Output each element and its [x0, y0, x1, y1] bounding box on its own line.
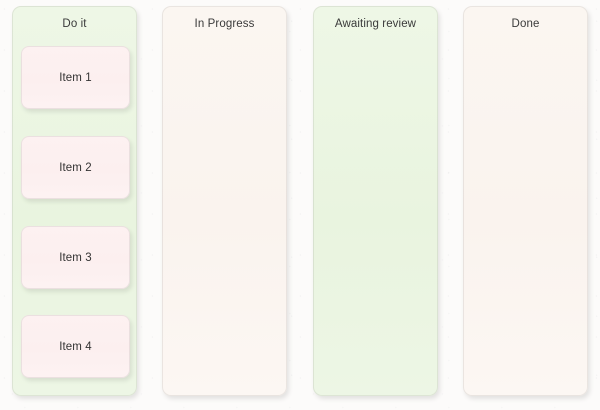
column-title-1: In Progress [194, 18, 255, 30]
column-title-3: Done [511, 18, 540, 30]
kanban-column-2[interactable]: Awaiting review [313, 6, 438, 396]
column-title-0: Do it [62, 18, 87, 30]
card-list-0[interactable]: Item 1 Item 2 Item 3 Item 4 [21, 46, 130, 383]
card-label: Item 4 [59, 340, 92, 353]
kanban-column-1[interactable]: In Progress [162, 6, 287, 396]
kanban-column-0[interactable]: Do it Item 1 Item 2 Item 3 Item 4 [12, 6, 137, 396]
kanban-card[interactable]: Item 4 [21, 315, 130, 378]
card-list-1[interactable] [171, 46, 278, 383]
card-list-2[interactable] [322, 46, 429, 383]
kanban-column-3[interactable]: Done [463, 6, 588, 396]
card-label: Item 2 [59, 161, 92, 174]
kanban-card[interactable]: Item 1 [21, 46, 130, 109]
card-label: Item 1 [59, 71, 92, 84]
card-label: Item 3 [59, 251, 92, 264]
kanban-card[interactable]: Item 2 [21, 136, 130, 199]
column-title-2: Awaiting review [334, 18, 417, 30]
card-list-3[interactable] [472, 46, 579, 383]
kanban-card[interactable]: Item 3 [21, 226, 130, 289]
